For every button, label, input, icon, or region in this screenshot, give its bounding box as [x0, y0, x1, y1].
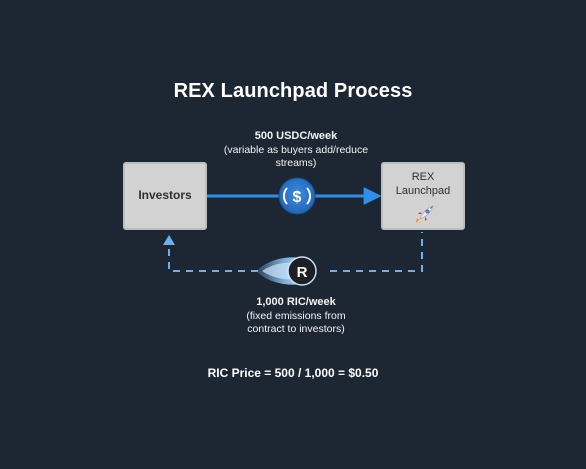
usdc-flow-note: (variable as buyers add/reduce streams) — [223, 144, 369, 169]
ric-flow-amount: 1,000 RIC/week — [256, 296, 336, 308]
investors-node: Investors — [123, 162, 207, 230]
usdc-flow-amount: 500 USDC/week — [254, 130, 338, 142]
ric-flow-note: (fixed emissions from contract to invest… — [246, 310, 346, 335]
diagram-title: REX Launchpad Process — [173, 80, 413, 102]
investors-label: Investors — [138, 188, 192, 202]
usdc-coin-icon: $ — [278, 177, 316, 215]
rex-launchpad-node: REX Launchpad — [381, 162, 465, 230]
ric-return-arrowhead — [163, 235, 175, 245]
usdc-flow-label: 500 USDC/week (variable as buyers add/re… — [186, 130, 406, 170]
ric-flow-label: 1,000 RIC/week (fixed emissions from con… — [186, 296, 406, 336]
ric-return-dashed-right — [330, 232, 423, 272]
ric-token-icon: R — [256, 256, 317, 286]
svg-text:R: R — [297, 264, 308, 281]
rocket-icon — [416, 205, 434, 224]
svg-text:$: $ — [293, 189, 302, 206]
rex-launchpad-label: REX Launchpad — [395, 171, 451, 197]
ric-return-dashed-left — [168, 246, 258, 272]
ric-price-formula: RIC Price = 500 / 1,000 = $0.50 — [207, 366, 379, 380]
